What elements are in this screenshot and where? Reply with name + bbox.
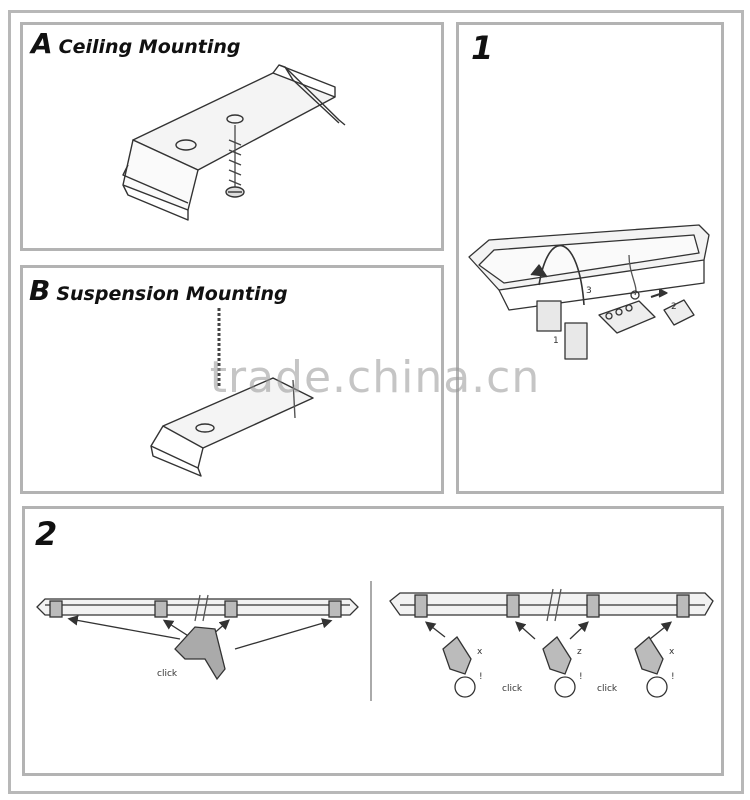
left-fixture — [36, 594, 359, 681]
panel-b-letter: B — [29, 274, 51, 307]
warning-mark-1: ! — [479, 672, 483, 682]
diagram-frame — [8, 10, 744, 794]
click-label-left: click — [157, 669, 178, 679]
step-1-label-1: 1 — [553, 336, 559, 346]
panel-b-title-text: Suspension Mounting — [56, 283, 288, 305]
right-fixture — [389, 588, 714, 698]
axis-label-x-2: x — [669, 647, 675, 657]
panel-step-2: 2 click — [22, 506, 724, 776]
step-1-number: 1 — [471, 29, 494, 67]
suspension-bracket-illustration — [150, 308, 314, 477]
axis-label-z: z — [577, 647, 582, 657]
warning-mark-2: ! — [579, 672, 583, 682]
ceiling-bracket-illustration — [122, 64, 346, 221]
panel-a-title-text: Ceiling Mounting — [58, 36, 241, 58]
step-2-number: 2 — [35, 515, 58, 553]
panel-a-letter: A — [31, 27, 53, 60]
panel-step-1: 1 3 2 1 — [456, 22, 724, 494]
housing-wiring-illustration: 3 2 1 — [468, 224, 710, 360]
warning-mark-3: ! — [671, 672, 675, 682]
click-label-right-1: click — [502, 684, 523, 694]
clip-fastening-illustration: click x z x ! ! ! click — [36, 581, 714, 701]
step-1-label-2: 2 — [671, 302, 677, 312]
axis-label-x-1: x — [477, 647, 483, 657]
click-label-right-2: click — [597, 684, 618, 694]
step-1-label-3: 3 — [586, 286, 592, 296]
